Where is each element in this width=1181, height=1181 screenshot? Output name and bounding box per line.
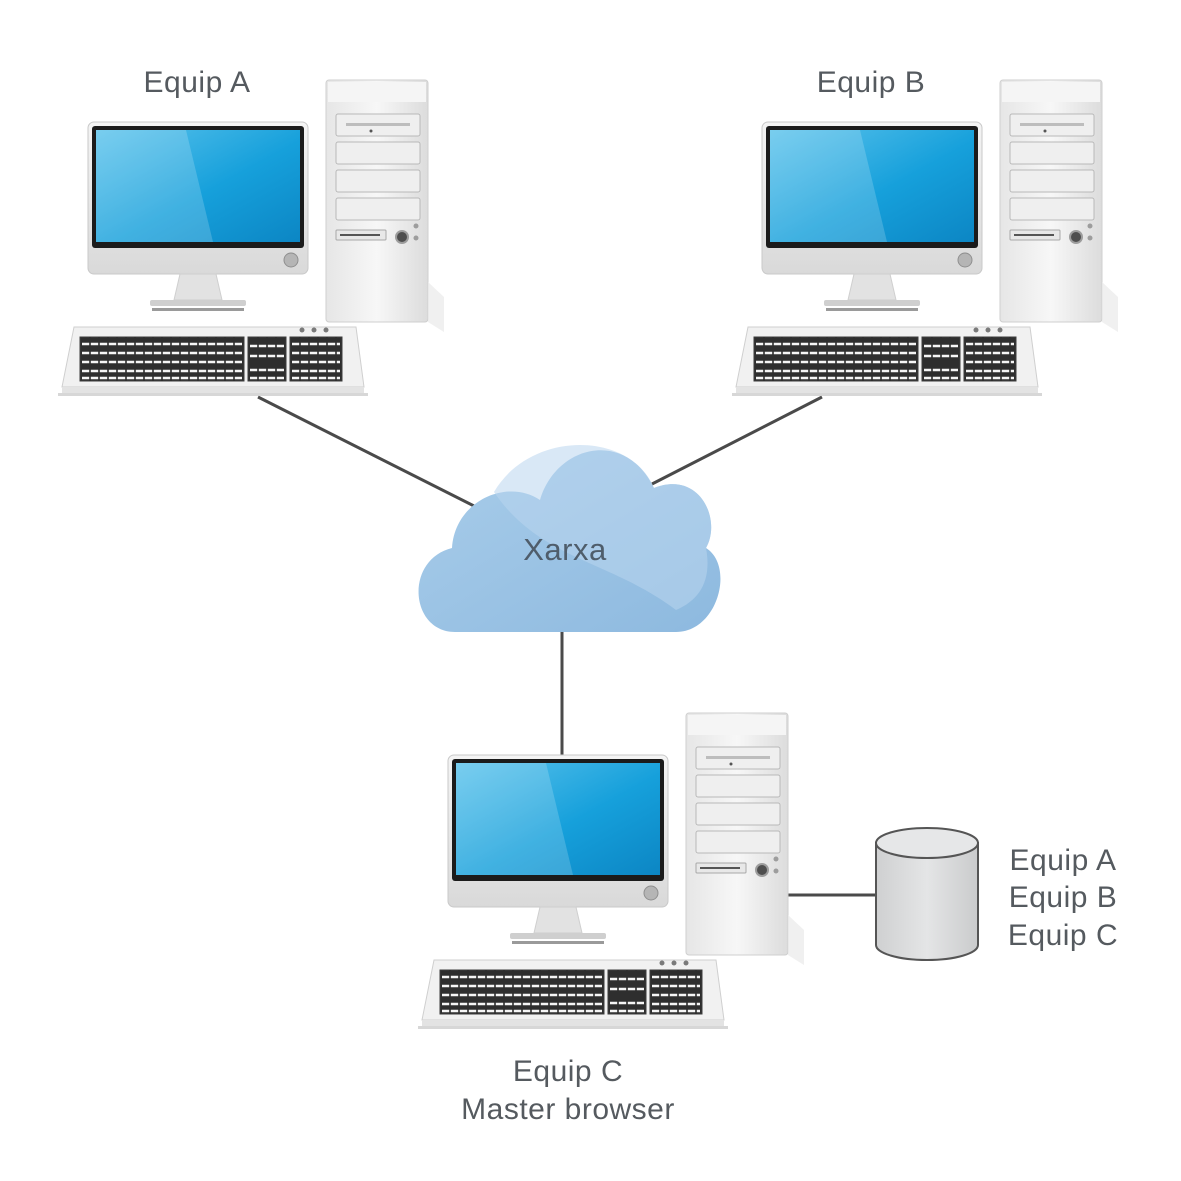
- network-label: Xarxa: [523, 532, 607, 567]
- browse-list-entry: Equip C: [1008, 919, 1118, 952]
- computer-b-label: Equip B: [817, 66, 926, 99]
- browse-list-entry: Equip B: [1009, 881, 1118, 914]
- computer-c-role: Master browser: [461, 1093, 675, 1126]
- computer-c-label: Equip C: [513, 1055, 623, 1088]
- link-b-to-network: [651, 395, 823, 486]
- network-cloud: Xarxa: [418, 444, 721, 632]
- computer-a: [56, 78, 446, 398]
- computer-a-label: Equip A: [144, 66, 251, 99]
- computer-c: [416, 711, 806, 1031]
- link-a-to-network: [257, 395, 479, 510]
- browse-list-database-icon: [875, 827, 979, 961]
- browse-list: Equip A Equip B Equip C: [1008, 844, 1118, 952]
- computer-b: [730, 78, 1120, 398]
- browse-list-entry: Equip A: [1010, 844, 1117, 877]
